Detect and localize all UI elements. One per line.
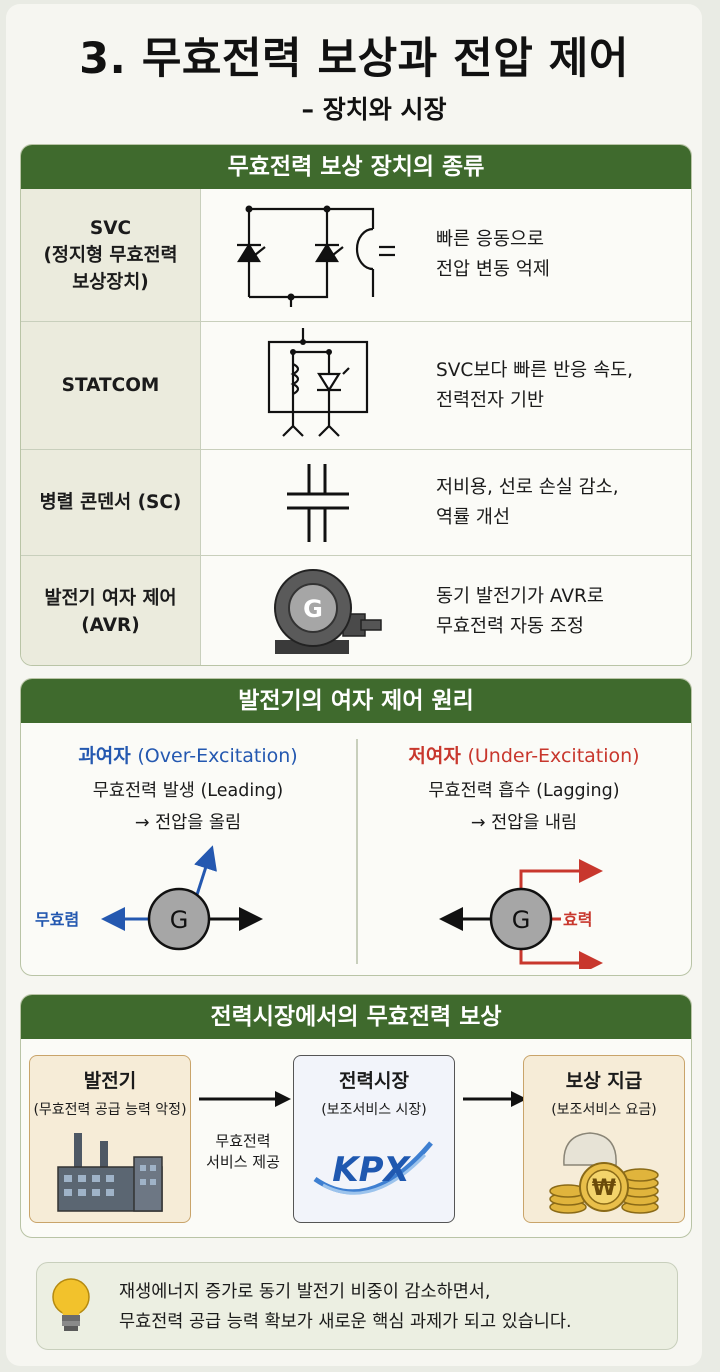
generator-letter: G: [303, 595, 323, 623]
device-types-panel: 무효전력 보상 장치의 종류 SVC (정지형 무효전력 보상장치): [20, 144, 692, 666]
generator-letter: G: [512, 906, 531, 934]
device-types-header: 무효전력 보상 장치의 종류: [21, 145, 691, 189]
under-line-1: 무효전력 흡수 (Lagging): [428, 781, 620, 801]
market-box-title: 전력시장: [339, 1070, 409, 1092]
statcom-symbol-icon: [203, 322, 423, 449]
generator-circle: [489, 887, 553, 951]
arrow-to-market: [199, 1091, 291, 1107]
payment-box: 보상 지급 (보조서비스 요금) ₩: [523, 1055, 685, 1223]
device-description: SVC보다 빠른 반응 속도, 전력전자 기반: [436, 359, 633, 411]
device-name: 발전기 여자 제어 (AVR): [21, 556, 201, 665]
generator-box: 발전기 (무효전력 공급 능력 악정): [29, 1055, 191, 1223]
over-excitation-diagram: G 무효렴: [35, 845, 263, 951]
market-panel: 전력시장에서의 무효전력 보상 발전기 (무효전력 공급 능력 악정): [20, 994, 692, 1238]
device-description: 동기 발전기가 AVR로 무효전력 자동 조정: [436, 585, 604, 637]
generator-icon: G: [203, 556, 423, 665]
column-divider: [356, 739, 358, 964]
infographic-page: 3. 무효전력 보상과 전압 제어 – 장치와 시장 무효전력 보상 장치의 종…: [6, 4, 702, 1366]
under-title-ko: 저여자: [408, 745, 461, 767]
payment-box-subtitle: (보조서비스 요금): [551, 1102, 657, 1118]
device-name: SVC (정지형 무효전력 보상장치): [21, 189, 201, 321]
kpx-logo-text: KPX: [332, 1150, 411, 1190]
absorb-arrow-top: [519, 859, 603, 893]
generator-box-subtitle: (무효전력 공급 능력 악정): [33, 1102, 187, 1118]
under-arrow-label: 효력: [563, 910, 592, 929]
under-title-en: (Under-Excitation): [467, 745, 640, 767]
generator-letter: G: [170, 906, 189, 934]
svc-symbol-icon: [203, 189, 423, 321]
over-excitation-title: 과여자 (Over-Excitation): [23, 741, 353, 768]
page-title: 3. 무효전력 보상과 전압 제어: [79, 34, 629, 84]
over-line-1: 무효전력 발생 (Leading): [92, 781, 284, 801]
device-name: STATCOM: [21, 322, 201, 449]
over-arrow-label: 무효렴: [35, 910, 79, 929]
currency-symbol: ₩: [592, 1176, 616, 1201]
market-header: 전력시장에서의 무효전력 보상: [21, 995, 691, 1039]
absorb-arrow-bottom: [519, 945, 603, 969]
page-subtitle: – 장치와 시장: [301, 95, 447, 124]
reactive-arrow-up: [193, 845, 217, 902]
device-row-statcom: STATCOM: [21, 321, 691, 449]
excitation-panel: 발전기의 여자 제어 원리 과여자 (Over-Excitation) 무효전력…: [20, 678, 692, 976]
arrow-to-payment: [463, 1091, 527, 1107]
device-row-avr: 발전기 여자 제어 (AVR) G 동기 발전기가 AVR로 무효전력 자동 조…: [21, 555, 691, 665]
under-line-2: → 전압을 내림: [470, 813, 578, 833]
note-text: 재생에너지 증가로 동기 발전기 비중이 감소하면서, 무효전력 공급 능력 확…: [119, 1282, 572, 1332]
over-line-2: → 전압을 올림: [134, 813, 242, 833]
device-name: 병렬 콘덴서 (SC): [21, 450, 201, 555]
over-title-en: (Over-Excitation): [137, 745, 298, 767]
market-box-subtitle: (보조서비스 시장): [321, 1102, 427, 1118]
generator-box-title: 발전기: [83, 1070, 137, 1092]
device-description: 빠른 응동으로 전압 변동 억제: [436, 229, 550, 280]
capacitor-symbol-icon: [203, 450, 423, 555]
generator-circle: [147, 887, 211, 951]
coins-icon: ₩: [549, 1132, 659, 1214]
device-row-sc: 병렬 콘덴서 (SC) 저비용, 선로 손실 감소, 역률 개선: [21, 449, 691, 555]
over-title-ko: 과여자: [78, 745, 131, 767]
under-excitation-title: 저여자 (Under-Excitation): [359, 741, 689, 768]
payment-box-title: 보상 지급: [565, 1070, 643, 1092]
device-description: 저비용, 선로 손실 감소, 역률 개선: [436, 476, 619, 528]
insight-note: 재생에너지 증가로 동기 발전기 비중이 감소하면서, 무효전력 공급 능력 확…: [36, 1262, 678, 1350]
kpx-logo-icon: KPX: [313, 1141, 433, 1195]
device-row-svc: SVC (정지형 무효전력 보상장치): [21, 189, 691, 321]
service-arrow-label: 무효전력 서비스 제공: [206, 1132, 280, 1171]
market-box: 전력시장 (보조서비스 시장) KPX: [293, 1055, 455, 1223]
factory-icon: [57, 1133, 163, 1212]
lightbulb-icon: [52, 1278, 90, 1331]
under-excitation-diagram: G 효력: [439, 859, 603, 969]
excitation-header: 발전기의 여자 제어 원리: [21, 679, 691, 723]
